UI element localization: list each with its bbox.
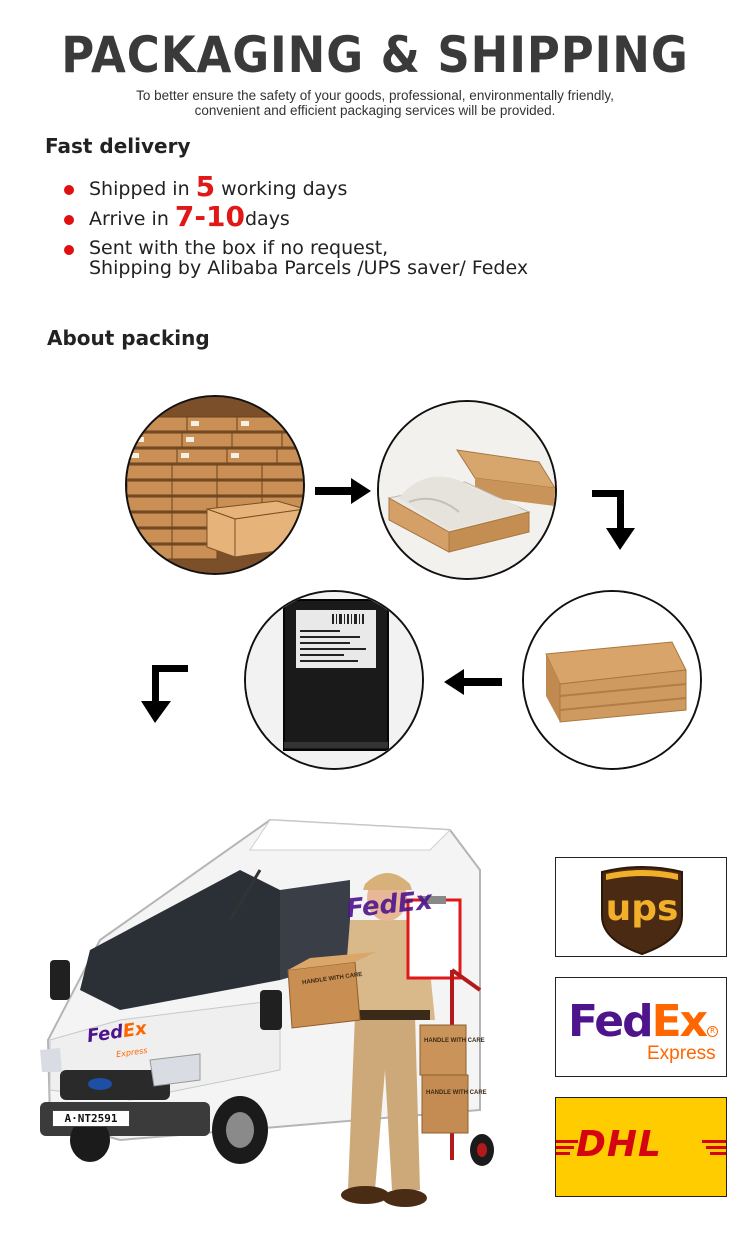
bullet-text: Sent with the box if no request, bbox=[89, 237, 389, 259]
registered-mark-icon: R bbox=[707, 1026, 718, 1037]
about-packing-title: About packing bbox=[47, 326, 210, 350]
bullet-dot-icon bbox=[64, 185, 74, 195]
bullet-highlight: 7-10 bbox=[174, 200, 245, 233]
arrow-right-icon bbox=[315, 478, 371, 504]
arrow-left-icon bbox=[444, 669, 502, 695]
bullet-text: Arrive in bbox=[89, 208, 175, 230]
fedex-logo-fed: Fed bbox=[568, 996, 654, 1047]
stacked-boxes-illustration bbox=[127, 397, 303, 573]
page-title: PACKAGING & SHIPPING bbox=[61, 26, 689, 84]
bullet-highlight: 5 bbox=[195, 170, 216, 203]
black-mailer-bag-image bbox=[244, 590, 424, 770]
delivery-bullet-list: Shipped in 5 working days Arrive in 7-10… bbox=[62, 172, 528, 278]
fast-delivery-title: Fast delivery bbox=[45, 134, 191, 158]
box-label: HANDLE WITH CARE bbox=[426, 1090, 487, 1096]
bullet-dot-icon bbox=[64, 215, 74, 225]
dhl-logo-panel: DHL bbox=[555, 1097, 727, 1197]
stacked-shoeboxes-image bbox=[125, 395, 305, 575]
bullet-text: working days bbox=[215, 178, 348, 200]
subtitle-line-2: convenient and efficient packaging servi… bbox=[194, 103, 556, 118]
delivery-scene: FedEx Express FedEx HANDLE WITH CARE HAN… bbox=[30, 810, 530, 1230]
list-item: Sent with the box if no request, Shippin… bbox=[62, 232, 528, 278]
fedex-logo-text: FedEx bbox=[568, 996, 708, 1047]
fedex-logo-ex: Ex bbox=[651, 996, 708, 1047]
bullet-text: days bbox=[244, 208, 290, 230]
fedex-logo-panel: FedEx R Express bbox=[555, 977, 727, 1077]
van-logo-ex: Ex bbox=[121, 1017, 149, 1043]
ups-shield-icon bbox=[601, 866, 683, 956]
ups-logo-text: ups bbox=[605, 888, 679, 929]
page-subtitle: To better ensure the safety of your good… bbox=[0, 88, 750, 118]
subtitle-line-1: To better ensure the safety of your good… bbox=[136, 88, 614, 103]
list-item: Arrive in 7-10days bbox=[62, 202, 528, 232]
mailer-bag-illustration bbox=[246, 592, 422, 768]
dhl-speed-lines-icon bbox=[556, 1140, 726, 1155]
open-shoebox-image bbox=[377, 400, 557, 580]
arrow-turn-down-left-icon bbox=[141, 665, 188, 723]
arrow-turn-down-icon bbox=[592, 490, 635, 550]
fedex-logo-express: Express bbox=[647, 1043, 716, 1064]
bullet-text: Shipping by Alibaba Parcels /UPS saver/ … bbox=[89, 257, 529, 279]
open-box-illustration bbox=[379, 402, 555, 578]
list-item: Shipped in 5 working days bbox=[62, 172, 528, 202]
closed-box-illustration bbox=[524, 592, 700, 768]
closed-shoebox-image bbox=[522, 590, 702, 770]
license-plate: A·NT2591 bbox=[52, 1110, 130, 1127]
dhl-logo-text: DHL bbox=[576, 1124, 662, 1165]
bullet-dot-icon bbox=[64, 245, 74, 255]
fedex-van-courier-illustration bbox=[40, 818, 494, 1207]
bullet-text: Shipped in bbox=[89, 178, 196, 200]
ups-logo-panel: ups bbox=[555, 857, 727, 957]
box-label: HANDLE WITH CARE bbox=[424, 1038, 485, 1044]
